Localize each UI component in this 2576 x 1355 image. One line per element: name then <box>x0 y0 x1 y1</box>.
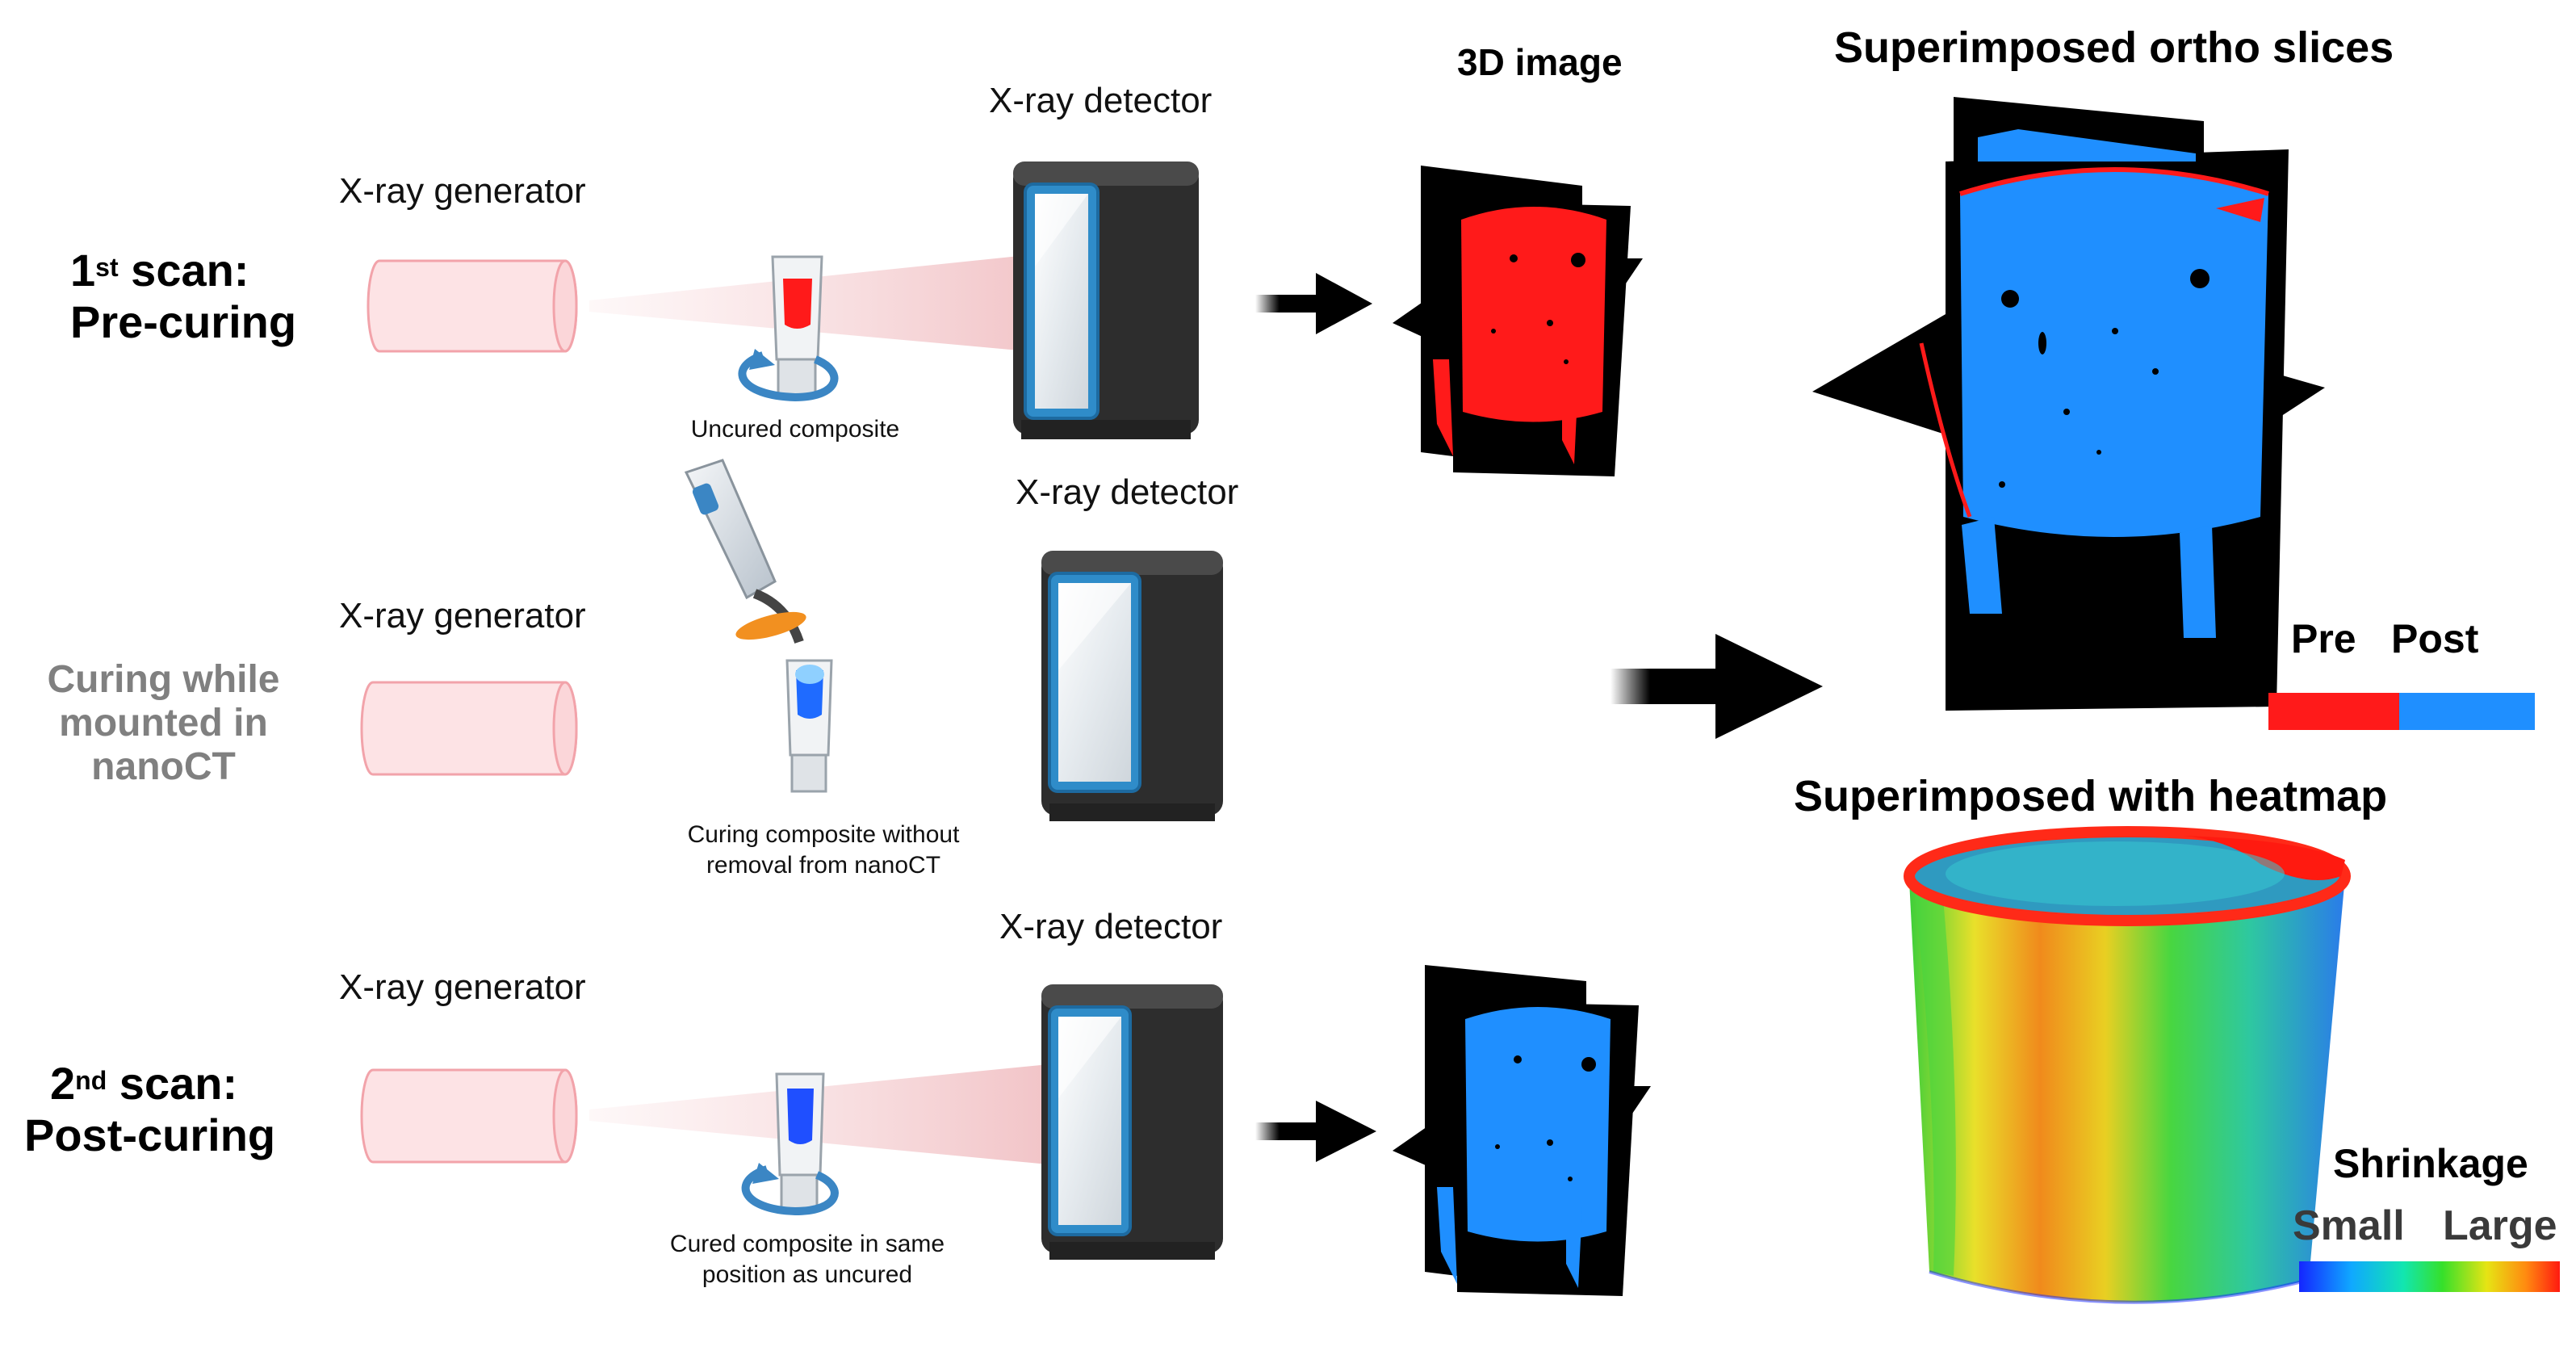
detector-label-1: X-ray detector <box>989 81 1213 120</box>
scan1-num: 1 <box>70 245 96 296</box>
sample-caption-2-l1: Curing composite without <box>687 821 960 848</box>
generator-label-2: X-ray generator <box>339 596 586 636</box>
3d-image-pre <box>1393 166 1643 476</box>
cured-sample-tube <box>741 1072 839 1216</box>
scan1-sup: st <box>95 253 119 282</box>
ortho-legend-post-swatch <box>2399 693 2535 730</box>
image3d-title: 3D image <box>1457 41 1623 83</box>
curing-title: Curing while mounted in nanoCT <box>40 658 287 789</box>
sample-caption-3-l2: position as uncured <box>702 1261 913 1288</box>
heatmap-legend-title: Shrinkage <box>2333 1141 2528 1186</box>
scan1-title: 1st scan: Pre-curing <box>70 245 296 348</box>
xray-detector-2 <box>1041 551 1223 821</box>
xray-beam-3 <box>589 1062 1074 1167</box>
xray-beam-1 <box>589 250 1074 355</box>
xray-generator-2 <box>360 681 578 776</box>
3d-image-post <box>1393 965 1651 1296</box>
heatmap-legend-large: Large <box>2443 1202 2557 1249</box>
detector-label-3: X-ray detector <box>999 907 1223 946</box>
sample-caption-2: Curing composite without removal from na… <box>662 820 985 880</box>
ortho-legend-pre-swatch <box>2268 693 2399 730</box>
sample-caption-3: Cured composite in same position as uncu… <box>646 1229 969 1290</box>
arrow-to-superimposed <box>1611 634 1823 739</box>
curing-l3: nanoCT <box>91 745 236 788</box>
xray-generator-1 <box>367 259 578 353</box>
ortho-legend-post: Post <box>2391 616 2479 661</box>
ortho-title: Superimposed ortho slices <box>1834 23 2394 72</box>
superimposed-ortho-slices <box>1812 97 2325 711</box>
sample-caption-1: Uncured composite <box>662 414 928 445</box>
sample-caption-3-l1: Cured composite in same <box>669 1231 945 1257</box>
arrow-to-3d-1 <box>1255 273 1372 334</box>
scan2-title: 2nd scan: Post-curing <box>24 1058 275 1161</box>
row-post-curing <box>360 965 1651 1296</box>
curing-light-icon <box>684 459 806 644</box>
scan2-num: 2 <box>50 1058 76 1109</box>
row-pre-curing <box>367 162 1643 476</box>
heatmap-legend-small: Small <box>2293 1202 2405 1249</box>
heatmap-title: Superimposed with heatmap <box>1794 772 2388 820</box>
uncured-sample-tube <box>738 255 839 402</box>
scan2-sup: nd <box>75 1066 107 1095</box>
curing-l2: mounted in <box>59 702 268 745</box>
heatmap-legend-bar <box>2299 1261 2560 1292</box>
scan1-word: scan: <box>118 245 249 296</box>
sample-caption-1-l1: Uncured composite <box>690 416 900 443</box>
curing-l1: Curing while <box>47 658 280 701</box>
heatmap-cylinder <box>1904 826 2351 1304</box>
sample-caption-2-l2: removal from nanoCT <box>706 851 941 879</box>
curing-sample-tube <box>785 659 833 793</box>
generator-label-3: X-ray generator <box>339 967 586 1007</box>
scan2-word: scan: <box>107 1058 238 1109</box>
xray-detector-1 <box>1013 162 1199 439</box>
xray-detector-3 <box>1041 984 1223 1260</box>
ortho-legend-pre: Pre <box>2291 616 2356 661</box>
detector-label-2: X-ray detector <box>1016 472 1239 512</box>
scan1-phase: Pre-curing <box>70 296 297 347</box>
scan2-phase: Post-curing <box>24 1110 276 1160</box>
generator-label-1: X-ray generator <box>339 171 586 211</box>
row-curing <box>360 459 1823 821</box>
arrow-to-3d-3 <box>1255 1101 1376 1162</box>
xray-generator-3 <box>360 1068 578 1164</box>
